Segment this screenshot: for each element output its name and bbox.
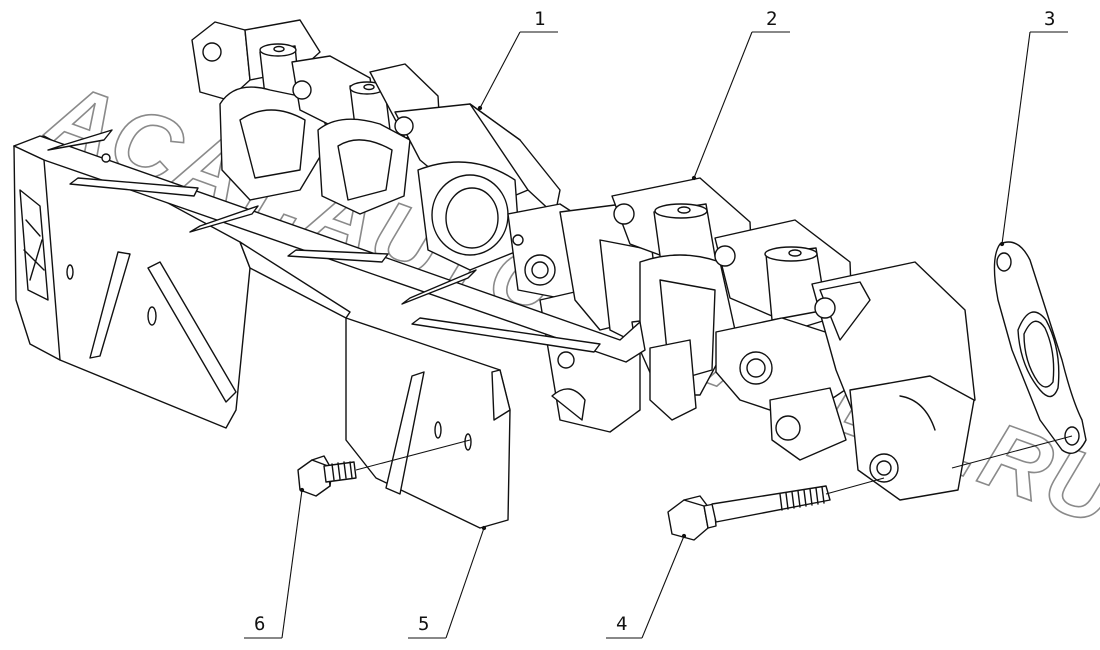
part-5-heat-shield — [13, 129, 646, 529]
callout-6: 6 — [254, 613, 265, 635]
callout-3: 3 — [1044, 8, 1055, 30]
assembly-line-gasket — [951, 435, 1073, 469]
callout-numbers: 1 2 3 4 5 6 — [254, 8, 1055, 635]
leader-1 — [479, 31, 521, 109]
part-4-long-bolt — [667, 485, 831, 541]
assembly-line-bolt-4 — [825, 477, 885, 495]
leader-2 — [693, 31, 753, 179]
callout-leaders — [244, 31, 1068, 639]
callout-1: 1 — [534, 8, 545, 30]
part-3-gasket — [993, 241, 1087, 454]
leader-3 — [1001, 31, 1031, 245]
callout-4: 4 — [616, 613, 627, 635]
leader-4 — [641, 535, 685, 639]
assembly-line-bolt-6 — [355, 439, 471, 471]
callout-2: 2 — [766, 8, 777, 30]
assembly-lines — [355, 435, 1073, 495]
leader-6 — [281, 489, 303, 639]
leader-5 — [445, 527, 485, 639]
callout-5: 5 — [418, 613, 429, 635]
part-2-rear-manifold — [559, 177, 976, 501]
part-6-short-bolt — [297, 455, 357, 497]
part-1-front-manifold — [191, 19, 641, 433]
